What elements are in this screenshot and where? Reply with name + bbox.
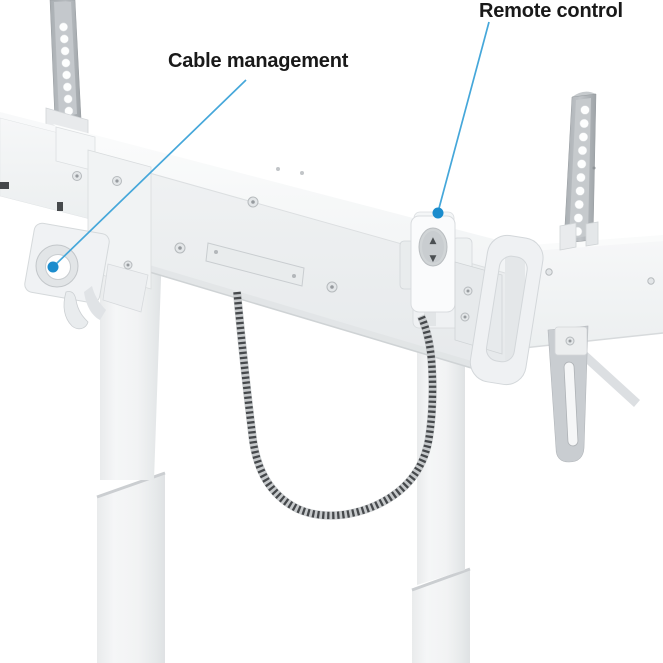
left-leg [96,250,166,663]
marker-dot-remote-control [432,207,444,219]
remote-down-icon: ▼ [430,254,437,264]
left-vesa-bracket [45,0,89,141]
leader-line-cable-management [52,79,247,268]
mounting-plate [205,242,305,287]
left-leg-upper-tube [100,250,162,480]
remote-up-icon: ▲ [430,236,437,246]
cable-strap [63,291,89,330]
annotation-label-remote-control: Remote control [479,0,623,22]
coiled-cable [232,291,437,520]
crossbar [53,124,525,379]
remote-control: ▲ ▼ [410,211,456,313]
left-clamp-assembly [24,126,152,330]
leader-line-remote-control [437,21,490,213]
annotation-label-cable-management: Cable management [168,50,349,72]
handle [454,234,544,386]
right-leg [411,330,471,663]
cable-strap-back [84,286,106,320]
crossbar-top-face [53,124,505,273]
right-mounting-rail [504,235,663,351]
marker-dot-cable-management [47,261,59,273]
rail-slot [0,182,9,189]
right-vesa-bracket [559,91,599,251]
right-vesa-lower-arm [547,325,640,463]
